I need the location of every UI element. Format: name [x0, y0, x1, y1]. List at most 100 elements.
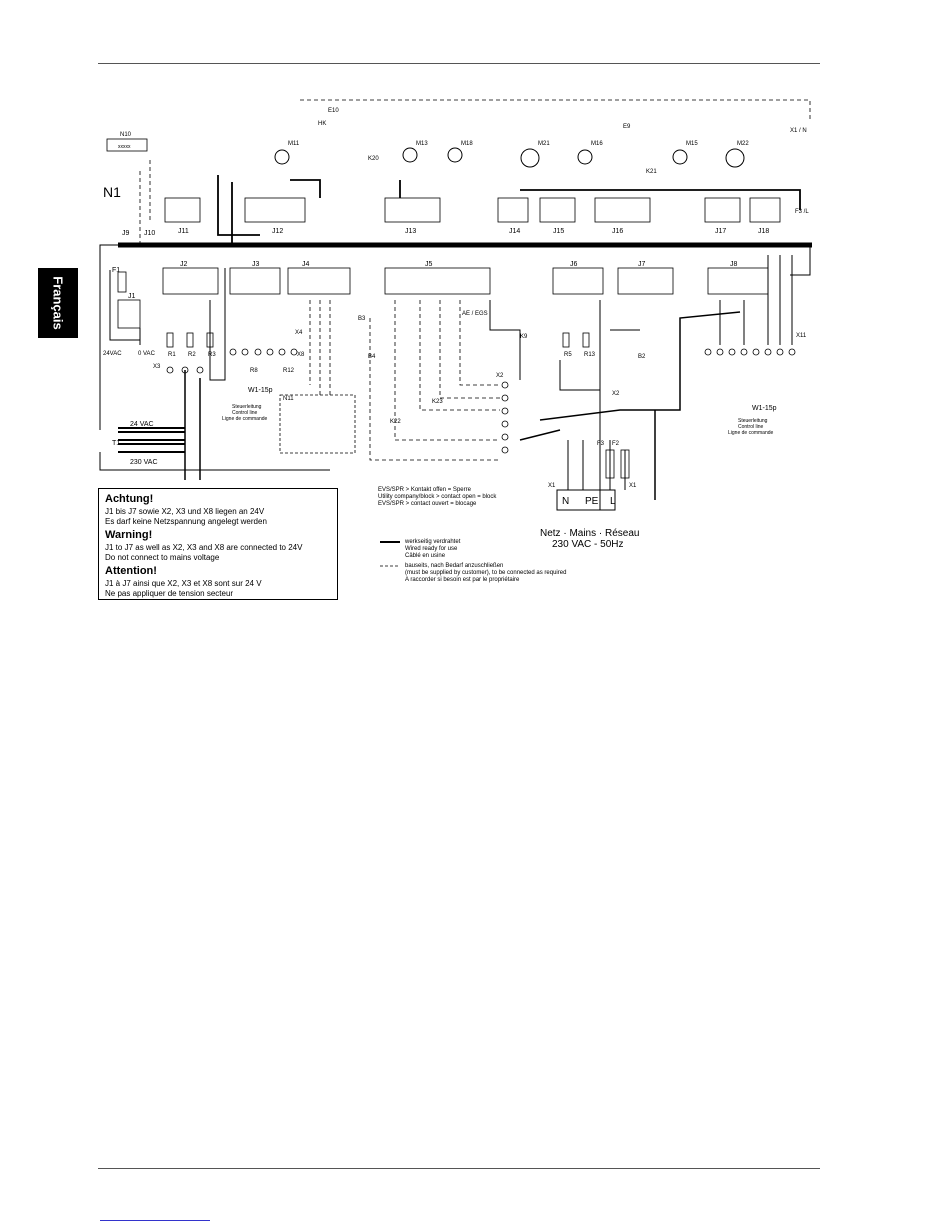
mains-n: N — [562, 496, 570, 507]
legend-solid-en: Wired ready for use — [405, 546, 458, 552]
top-connector-label: J14 — [509, 228, 520, 235]
control-line-de-right: Steuerleitung — [738, 418, 768, 424]
k23-label: K23 — [432, 399, 443, 405]
control-line-en: Control line — [232, 410, 258, 416]
t1-label: T1 — [112, 440, 120, 447]
warning-line-de-2: Es darf keine Netzspannung angelegt werd… — [105, 517, 267, 526]
ae-egs-label: AE / EGS — [462, 311, 488, 317]
fuse-f2-label: F2 — [612, 441, 620, 447]
voltage-0vac: 0 VAC — [138, 351, 156, 357]
top-rule — [98, 63, 820, 64]
bottom-connector-label: J7 — [638, 261, 646, 268]
control-line-fr: Ligne de commande — [222, 416, 268, 422]
resistor-label: R13 — [584, 352, 596, 358]
warning-line-en-2: Do not connect to mains voltage — [105, 553, 220, 562]
bottom-connector-label: J6 — [570, 261, 578, 268]
n10-box-label: xxxxx — [118, 144, 131, 150]
x2-label: X2 — [496, 373, 504, 379]
bottom-connector-label: J2 — [180, 261, 188, 268]
mains-voltage: 230 VAC - 50Hz — [552, 539, 624, 550]
control-line-fr-right: Ligne de commande — [728, 430, 774, 436]
resistor-label: R8 — [250, 368, 258, 374]
warning-title-de: Achtung! — [105, 493, 154, 505]
b2-label: B2 — [638, 354, 646, 360]
top-connector-label: J16 — [612, 228, 623, 235]
legend-dashed-en: (must be supplied by customer), to be co… — [405, 570, 567, 576]
voltage-24vac-secondary: 24 VAC — [130, 421, 154, 428]
resistor-label: R5 — [564, 352, 572, 358]
cable-w1-right: W1-15p — [752, 405, 777, 412]
f1-label: F1 — [112, 267, 120, 274]
bottom-connector-label: J5 — [425, 261, 433, 268]
x2-label-right: X2 — [612, 391, 620, 397]
bottom-connector-label: J8 — [730, 261, 738, 268]
warning-line-fr-2: Ne pas appliquer de tension secteur — [105, 589, 234, 598]
x8-label: X8 — [297, 352, 305, 358]
resistor-label: R12 — [283, 368, 295, 374]
hk-label: HK — [318, 121, 326, 127]
motor-label: M22 — [737, 141, 749, 147]
x4-label: X4 — [295, 330, 303, 336]
f3l-label: F3 /L — [795, 209, 809, 215]
top-connector-label: J13 — [405, 228, 416, 235]
resistor-label: R1 — [168, 352, 176, 358]
top-connector-label: J12 — [272, 228, 283, 235]
e10-label: E10 — [328, 108, 339, 114]
warning-line-fr-1: J1 à J7 ainsi que X2, X3 et X8 sont sur … — [105, 579, 262, 588]
j1-label: J1 — [128, 293, 136, 300]
x1n-label: X1 / N — [790, 128, 807, 134]
k22-label: K22 — [390, 419, 401, 425]
legend-solid-fr: Câblé en usine — [405, 553, 446, 559]
x11-label: X11 — [796, 333, 807, 339]
motor-label: M16 — [591, 141, 603, 147]
evs-note-de: EVS/SPR > Kontakt offen = Sperre — [378, 487, 471, 493]
mains-title: Netz · Mains · Réseau — [540, 528, 640, 539]
k20-label: K20 — [368, 156, 379, 162]
k21-label: K21 — [646, 169, 657, 175]
legend-solid-de: werkseitig verdrahtet — [405, 539, 461, 545]
fuse-f3-label: F3 — [597, 441, 605, 447]
b3-label: B3 — [358, 316, 366, 322]
board-label: N1 — [103, 184, 121, 200]
motor-label: M13 — [416, 141, 428, 147]
x1-label-left: X1 — [548, 483, 556, 489]
b4-label: B4 — [368, 354, 376, 360]
legend-dashed-fr: A raccorder si besoin est par le proprié… — [405, 577, 520, 583]
control-line-en-right: Control line — [738, 424, 764, 430]
legend-dashed-de: bauseits, nach Bedarf anzuschließen — [405, 563, 504, 569]
top-connector-label: J18 — [758, 228, 769, 235]
cable-w1-left: W1-15p — [248, 387, 273, 394]
voltage-230vac: 230 VAC — [130, 459, 158, 466]
motor-label: M11 — [288, 141, 300, 147]
resistor-label: R2 — [188, 352, 196, 358]
evs-note-fr: EVS/SPR > contact ouvert = blocage — [378, 501, 477, 507]
bottom-rule — [98, 1168, 820, 1169]
warning-title-en: Warning! — [105, 529, 153, 541]
bottom-connector-label: J4 — [302, 261, 310, 268]
footer-link-underline[interactable] — [100, 1220, 210, 1221]
x1-label-right: X1 — [629, 483, 637, 489]
control-line-de: Steuerleitung — [232, 404, 262, 410]
evs-note-en: Utility company/block > contact open = b… — [378, 494, 497, 500]
top-connector-label: J17 — [715, 228, 726, 235]
top-connector-label: J10 — [144, 230, 155, 237]
top-connector-label: J11 — [178, 228, 189, 235]
top-connector-label: J15 — [553, 228, 564, 235]
warning-box: Achtung! J1 bis J7 sowie X2, X3 und X8 l… — [98, 488, 338, 600]
n11-label: N11 — [283, 396, 294, 402]
top-connector-label: J9 — [122, 230, 130, 237]
warning-line-de-1: J1 bis J7 sowie X2, X3 und X8 liegen an … — [105, 507, 265, 516]
motor-label: M15 — [686, 141, 698, 147]
e9-label: E9 — [623, 124, 631, 130]
language-tab: Français — [38, 268, 78, 338]
mains-l: L — [610, 496, 616, 507]
voltage-24vac: 24VAC — [103, 351, 122, 357]
motor-label: M21 — [538, 141, 550, 147]
x3-label: X3 — [153, 364, 161, 370]
mains-pe: PE — [585, 496, 599, 507]
motor-label: M18 — [461, 141, 473, 147]
bottom-connector-label: J3 — [252, 261, 260, 268]
resistor-label: R3 — [208, 352, 216, 358]
warning-title-fr: Attention! — [105, 565, 157, 577]
